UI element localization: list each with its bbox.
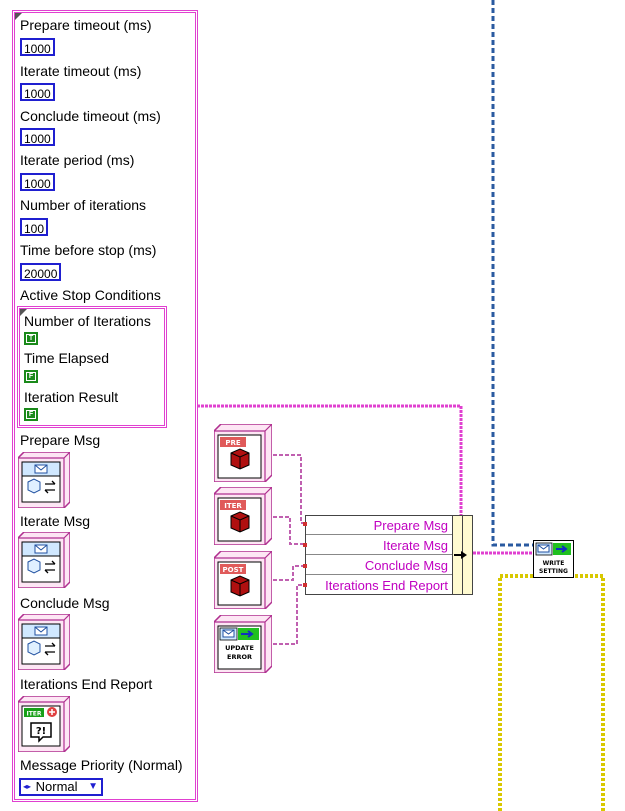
bundle-arrow-icon [454, 551, 467, 559]
iterate-period-label: Iterate period (ms) [20, 152, 135, 168]
bundle-terminal-dot [303, 564, 307, 568]
prepare-timeout-field[interactable]: 1000 [20, 38, 55, 56]
active-stop-conditions-label: Active Stop Conditions [20, 287, 161, 303]
stop-time-value: F [27, 373, 35, 380]
stop-result-value: F [27, 411, 35, 418]
bundle-row-conclude-msg[interactable]: Conclude Msg [306, 556, 452, 575]
stop-conditions-cluster[interactable] [17, 306, 167, 428]
write-setting-vi[interactable]: WRITE SETTING [533, 540, 574, 578]
update-error-label-2: ERROR [227, 653, 252, 661]
time-before-stop-label: Time before stop (ms) [20, 242, 157, 258]
ring-increment-icon[interactable]: ◂▸ [23, 782, 32, 791]
bundle-terminal-dot [303, 543, 307, 547]
write-setting-label-2: SETTING [539, 568, 568, 575]
update-error-wire [273, 584, 306, 645]
bundle-terminal-dot [303, 522, 307, 526]
bundle-row-prepare-msg[interactable]: Prepare Msg [306, 516, 452, 535]
iter-wire [273, 516, 306, 545]
stop-iterations-toggle[interactable]: T [24, 332, 38, 345]
message-priority-ring[interactable]: ◂▸ Normal ▼ [19, 778, 103, 796]
stop-result-toggle[interactable]: F [24, 408, 38, 421]
write-setting-label-1: WRITE [543, 560, 565, 567]
post-msg-constant[interactable]: POST [214, 551, 272, 609]
end-report-object-icon[interactable]: ITER ?! [18, 696, 70, 752]
conclude-msg-label: Conclude Msg [20, 595, 110, 611]
post-label: POST [223, 566, 244, 574]
iter-msg-constant[interactable]: ITER [214, 487, 272, 545]
update-error-label-1: UPDATE [225, 644, 254, 652]
chevron-down-icon[interactable]: ▼ [88, 781, 98, 792]
number-of-iterations-field[interactable]: 100 [20, 218, 49, 236]
bundle-row-iterate-msg[interactable]: Iterate Msg [306, 536, 452, 555]
end-report-icon-text: ITER [26, 711, 41, 718]
post-wire [273, 565, 306, 581]
message-priority-value: Normal [35, 779, 78, 794]
conclude-msg-object-icon[interactable] [18, 614, 70, 670]
iterate-msg-object-icon[interactable] [18, 532, 70, 588]
time-before-stop-field[interactable]: 20000 [20, 263, 62, 281]
number-of-iterations-label: Number of iterations [20, 197, 147, 213]
message-priority-label: Message Priority (Normal) [20, 757, 183, 773]
error-wire [498, 574, 605, 811]
svg-text:?!: ?! [36, 726, 46, 737]
cluster-corner-marker [15, 13, 22, 20]
stop-iterations-value: T [27, 335, 35, 342]
cluster-wire-top [197, 404, 463, 518]
stop-time-label: Time Elapsed [24, 350, 110, 366]
iterate-msg-label: Iterate Msg [20, 513, 91, 529]
pre-msg-constant[interactable]: PRE [214, 424, 272, 482]
conclude-timeout-field[interactable]: 1000 [20, 128, 55, 146]
bundle-cluster-terminal[interactable] [452, 515, 473, 595]
conclude-timeout-label: Conclude timeout (ms) [20, 108, 161, 124]
reference-wire [491, 0, 533, 547]
prepare-msg-label: Prepare Msg [20, 432, 101, 448]
prepare-msg-object-icon[interactable] [18, 452, 70, 508]
update-error-msg-constant[interactable]: UPDATE ERROR [214, 615, 272, 673]
iterate-timeout-label: Iterate timeout (ms) [20, 63, 142, 79]
stop-cluster-corner-marker [20, 309, 27, 316]
iter-label: ITER [224, 502, 242, 510]
pre-wire [273, 454, 306, 524]
stop-time-toggle[interactable]: F [24, 370, 38, 383]
bundle-row-iterations-end-report[interactable]: Iterations End Report [325, 578, 448, 593]
prepare-timeout-label: Prepare timeout (ms) [20, 17, 152, 33]
bundle-by-name-node[interactable]: Prepare Msg Iterate Msg Conclude Msg Ite… [305, 515, 453, 595]
stop-result-label: Iteration Result [24, 389, 119, 405]
iterate-period-field[interactable]: 1000 [20, 173, 55, 191]
end-report-label: Iterations End Report [20, 676, 153, 692]
bundle-terminal-dot [303, 583, 307, 587]
pre-label: PRE [225, 439, 241, 447]
stop-iterations-label: Number of Iterations [24, 313, 151, 329]
iterate-timeout-field[interactable]: 1000 [20, 83, 55, 101]
